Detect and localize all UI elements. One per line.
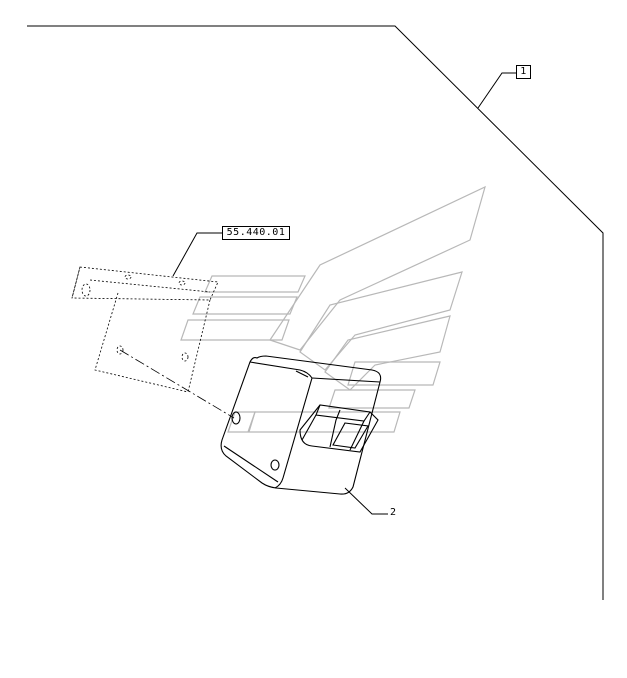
bracket-dashed <box>71 266 219 393</box>
callout-item-2: 2 <box>390 507 397 518</box>
relay-module <box>220 355 382 495</box>
assembly-centerline <box>119 349 235 419</box>
leader-lines <box>172 72 517 515</box>
callout-reference[interactable]: 55.440.01 <box>222 226 290 240</box>
watermark-logo <box>180 185 486 433</box>
diagram-frame <box>27 25 604 600</box>
callout-item-1: 1 <box>516 65 531 79</box>
